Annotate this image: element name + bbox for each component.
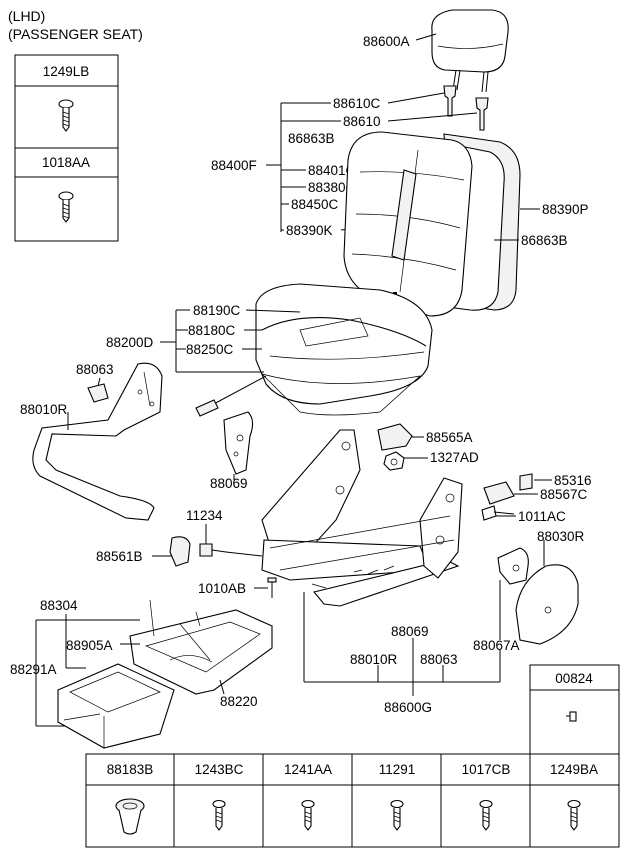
table-header-88183B: 88183B [107,762,154,777]
part-label-88600G: 88600G [384,700,432,715]
screw-icon [58,191,74,223]
part-label-88250C: 88250C [186,342,234,357]
part-label-1011AC: 1011AC [518,509,566,524]
part-label-88450C: 88450C [291,197,339,212]
seat-track-frame-drawing [261,429,463,607]
seat-cushion-drawing [255,283,433,416]
part-label-85316: 85316 [554,473,592,488]
headrest-drawing [431,9,509,93]
part-label-88069-lower: 88069 [391,624,429,639]
table-header-1243BC: 1243BC [195,762,244,777]
clip-icon [566,711,577,722]
tray-label-bracket [35,614,140,727]
part-label-88220: 88220 [220,694,258,709]
part-label-88069-upper: 88069 [210,476,248,491]
cushion-label-bracket [160,309,301,373]
part-label-88010R-lower: 88010R [350,652,398,667]
corner-box-00824: 00824 [529,664,620,755]
part-label-00824: 00824 [555,671,593,686]
part-label-88561B: 88561B [96,549,143,564]
part-label-88390K: 88390K [286,223,333,238]
part-label-1010AB: 1010AB [198,581,246,596]
part-label-88200D: 88200D [106,335,154,350]
part-label-11234: 11234 [186,508,223,523]
part-label-88905A: 88905A [66,638,113,653]
part-label-88067A: 88067A [473,638,520,653]
part-label-88180C: 88180C [188,323,236,338]
headrest-guides [443,85,489,131]
bottom-parts-table: 88183B 1243BC 1241AA 11291 1017CB 1249BA [85,753,620,848]
part-label-88030R: 88030R [537,529,585,544]
part-label-1018AA: 1018AA [42,155,90,170]
small-parts-right [377,423,533,521]
side-frame-drawing [32,362,163,521]
table-header-11291: 11291 [379,762,416,777]
part-label-88401C: 88401C [308,163,356,178]
part-label-88291A: 88291A [10,662,57,677]
part-label-88190C: 88190C [193,303,241,318]
part-label-1327AD: 1327AD [430,450,479,465]
header-lhd: (LHD) [8,8,45,24]
assembly-bracket [303,592,501,696]
part-label-88010R-upper: 88010R [20,402,68,417]
screw-icon [212,799,226,831]
screw-icon [567,799,581,831]
part-label-88063-upper: 88063 [76,362,114,377]
bolt-11234-drawing [199,543,263,557]
screw-icon [301,799,315,831]
part-label-88610C: 88610C [333,96,381,111]
seatback-drawing [343,131,521,317]
grommet-icon [115,798,145,835]
storage-tray-drawing [57,663,175,749]
side-reference-boxes: 1249LB 1018AA [14,54,119,242]
part-label-88567C: 88567C [540,487,588,502]
header-passenger-seat: (PASSENGER SEAT) [8,26,143,42]
part-label-88610: 88610 [343,114,381,129]
part-label-88063-lower: 88063 [420,652,458,667]
part-label-1249LB: 1249LB [43,64,90,79]
cover-88069-drawing [223,411,254,475]
part-label-88390P: 88390P [542,202,589,217]
part-label-86863B-right: 86863B [521,233,568,248]
table-header-1017CB: 1017CB [462,762,511,777]
release-cable-drawing [195,375,267,417]
screw-icon [390,799,404,831]
table-header-1241AA: 1241AA [284,762,332,777]
part-label-88304: 88304 [40,598,78,613]
part-label-88600A: 88600A [363,34,410,49]
cover-88030R-drawing [497,547,579,645]
part-label-88565A: 88565A [426,430,473,445]
part-label-88380C: 88380C [308,180,356,195]
cover-88561B-drawing [169,536,191,567]
part-label-86863B: 86863B [288,131,335,146]
under-tray-drawing [129,599,273,695]
part-label-88400F: 88400F [211,158,257,173]
screw-icon [58,99,74,132]
table-header-1249BA: 1249BA [550,762,598,777]
bolt-1010AB-drawing [267,577,277,598]
screw-icon [479,799,493,831]
